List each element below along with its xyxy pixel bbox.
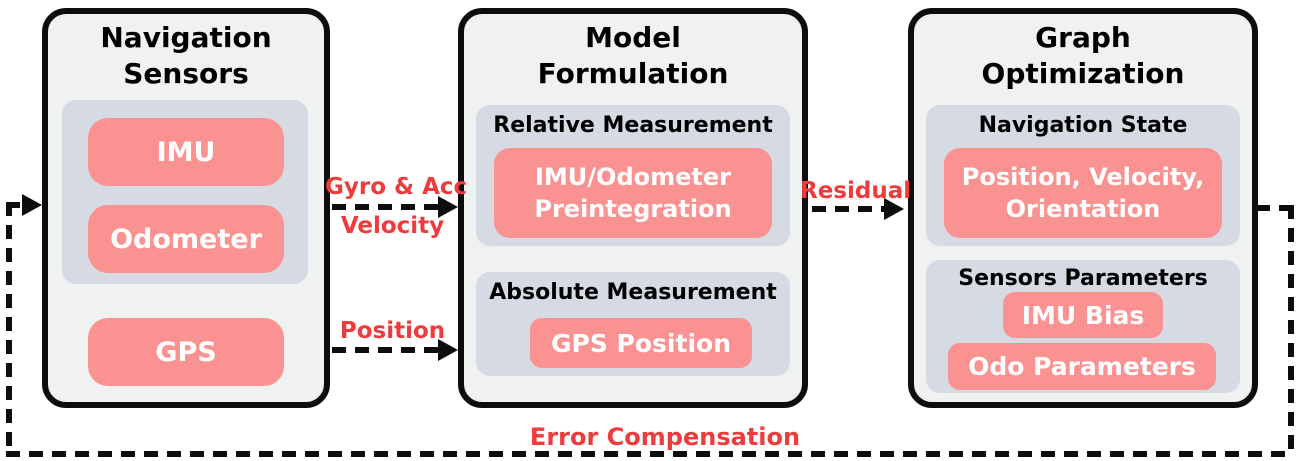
navigation-sensors-box: Navigation Sensors IMU Odometer GPS xyxy=(42,8,330,408)
position-arrowhead-icon xyxy=(438,339,458,361)
chip-line: Odo Parameters xyxy=(968,352,1196,381)
gps-position-chip: GPS Position xyxy=(530,318,752,368)
feedback-right-vertical-line xyxy=(1288,205,1294,457)
feedback-arrowhead-icon xyxy=(22,194,42,216)
velocity-label: Velocity xyxy=(340,213,445,239)
residual-arrowhead-icon xyxy=(884,198,904,220)
title-line: Sensors xyxy=(123,57,249,91)
odometer-chip: Odometer xyxy=(88,205,284,273)
feedback-bottom-line xyxy=(6,451,1294,457)
chip-line: IMU Bias xyxy=(1021,300,1145,330)
model-formulation-title: Model Formulation xyxy=(464,20,802,93)
position-arrow-line xyxy=(332,347,438,353)
gyro-acc-label: Gyro & Acc xyxy=(325,174,468,200)
sensors-parameters-panel: Sensors Parameters IMU Bias Odo Paramete… xyxy=(926,260,1240,393)
navigation-sensors-title: Navigation Sensors xyxy=(48,20,324,93)
chip-line: Position, Velocity, xyxy=(961,162,1205,191)
absolute-measurement-panel: Absolute Measurement GPS Position xyxy=(476,272,790,376)
residual-arrow-line xyxy=(812,206,884,212)
feedback-left-vertical-line xyxy=(6,202,12,457)
odo-parameters-chip: Odo Parameters xyxy=(948,343,1216,390)
imu-bias-chip: IMU Bias xyxy=(1003,292,1163,338)
chip-line: IMU/Odometer xyxy=(534,162,731,191)
graph-optimization-title: Graph Optimization xyxy=(914,20,1252,93)
title-line: Navigation xyxy=(100,21,272,54)
imu-odometer-preintegration-chip: IMU/Odometer Preintegration xyxy=(494,148,772,238)
residual-label: Residual xyxy=(800,178,912,204)
feedback-right-horizontal-line xyxy=(1256,205,1292,211)
odometer-chip-label: Odometer xyxy=(110,223,262,255)
chip-line: GPS Position xyxy=(551,328,731,358)
gps-chip-label: GPS xyxy=(155,336,217,368)
title-line: Optimization xyxy=(981,57,1185,91)
gps-chip: GPS xyxy=(88,318,284,386)
position-velocity-orientation-chip: Position, Velocity, Orientation xyxy=(944,148,1222,238)
relative-measurement-label: Relative Measurement xyxy=(493,113,773,138)
gyro-acc-velocity-arrowhead-icon xyxy=(438,196,458,218)
feedback-left-horizontal-line xyxy=(6,202,22,208)
proprioceptive-sensors-panel: IMU Odometer xyxy=(62,100,308,284)
navigation-state-panel: Navigation State Position, Velocity, Ori… xyxy=(926,105,1240,246)
imu-chip-label: IMU xyxy=(156,136,216,168)
absolute-measurement-label: Absolute Measurement xyxy=(489,280,777,305)
chip-line: Preintegration xyxy=(534,195,732,223)
title-line: Graph xyxy=(1035,21,1131,54)
graph-optimization-box: Graph Optimization Navigation State Posi… xyxy=(908,8,1258,408)
position-label: Position xyxy=(339,318,446,344)
model-formulation-box: Model Formulation Relative Measurement I… xyxy=(458,8,808,408)
gyro-acc-velocity-arrow-line xyxy=(332,204,438,210)
chip-line: Orientation xyxy=(1005,195,1161,223)
error-compensation-label: Error Compensation xyxy=(529,423,801,451)
imu-chip: IMU xyxy=(88,118,284,186)
title-line: Formulation xyxy=(537,57,729,91)
sensors-parameters-label: Sensors Parameters xyxy=(958,266,1208,291)
relative-measurement-panel: Relative Measurement IMU/Odometer Preint… xyxy=(476,105,790,246)
navigation-state-label: Navigation State xyxy=(978,113,1188,138)
title-line: Model xyxy=(585,21,681,54)
